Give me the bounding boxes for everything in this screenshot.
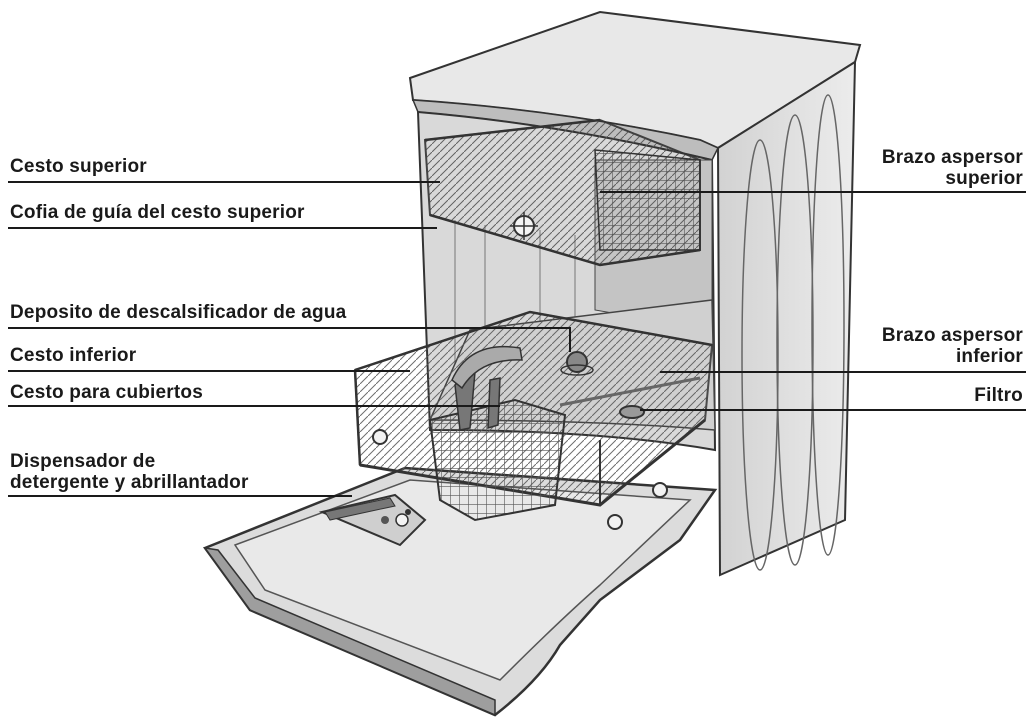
softener-cap (566, 351, 588, 373)
cutlery-basket (428, 345, 567, 522)
label-brazo-superior-line1: Brazo aspersor (881, 147, 1023, 168)
label-cesto-cubiertos: Cesto para cubiertos (10, 382, 203, 403)
label-dispensador-line1: Dispensador de (10, 451, 156, 472)
filter-cup (619, 405, 645, 419)
detergent-dispenser (318, 493, 427, 547)
label-cesto-inferior: Cesto inferior (10, 345, 137, 366)
label-cesto-superior: Cesto superior (10, 156, 147, 177)
label-deposito: Deposito de descalsificador de agua (10, 302, 347, 323)
label-brazo-inferior-line2: inferior (955, 346, 1023, 367)
label-filtro: Filtro (974, 385, 1023, 406)
leader-lines (8, 181, 1026, 497)
label-dispensador-line2: detergente y abrillantador (10, 472, 249, 493)
upper-basket (423, 118, 701, 267)
label-cofia: Cofia de guía del cesto superior (10, 202, 305, 223)
side-panel (716, 60, 857, 577)
label-brazo-inferior-line1: Brazo aspersor (881, 325, 1023, 346)
leader-deposito (8, 327, 571, 352)
label-brazo-superior-line2: superior (945, 168, 1023, 189)
